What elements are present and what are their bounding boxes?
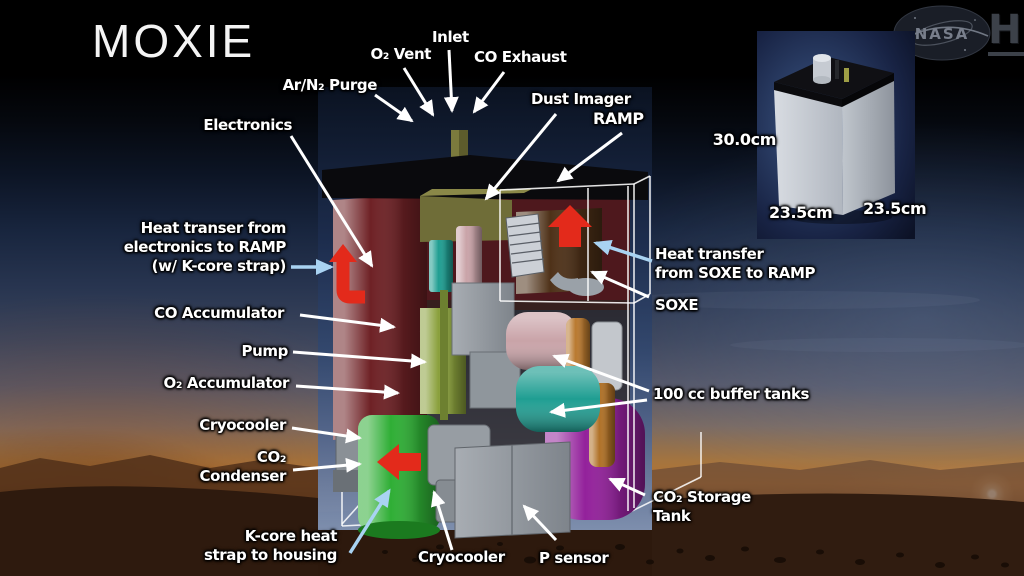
callout-heat-electronics: Heat transer from electronics to RAMP (w… [123,219,287,275]
inset-box [774,54,895,215]
callout-ramp: RAMP [593,109,644,128]
ramp-wireframe [499,175,651,511]
left-foreground [0,486,318,576]
svg-text:NASA: NASA [915,25,970,43]
inset-width-left-label: 23.5cm [769,203,833,222]
callout-buffer-tanks: 100 cc buffer tanks [653,385,810,403]
callout-co2-storage: CO₂ Storage Tank [653,488,751,525]
callout-electronics: Electronics [203,116,292,134]
dust-imager-housing [420,189,532,242]
sensor-box [454,441,571,539]
callout-arrows-white [289,49,650,551]
electronics-box [333,194,427,440]
channel-watermark: H [988,10,1024,56]
callout-k-core-strap: K-core heat strap to housing [203,527,337,564]
soxe-radiator [505,213,545,278]
heat-arrow-electronics [329,244,365,304]
callout-inlet: Inlet [432,28,469,46]
heat-arrow-soxe [548,205,592,247]
callout-co-accumulator: CO Accumulator [154,304,284,322]
inset-width-right-label: 23.5cm [863,199,927,218]
page-title: MOXIE [92,15,256,67]
callout-arrows-blue [291,239,653,554]
callout-cryocooler-left: Cryocooler [199,416,286,434]
callout-o2-accumulator: O₂ Accumulator [163,374,290,392]
callout-co2-condenser: CO₂ Condenser [199,448,287,485]
callout-co-exhaust: CO Exhaust [474,48,567,66]
callout-p-sensor: P sensor [539,549,609,567]
heat-flow-arrows [329,205,592,480]
size-inset [757,31,915,239]
callout-cryocooler-bottom: Cryocooler [418,548,505,566]
callout-ar-n2-purge: Ar/N₂ Purge [282,76,378,94]
soxe-duct-end [568,278,604,296]
callout-o2-vent: O₂ Vent [370,45,431,63]
callout-dust-imager: Dust Imager [531,90,631,108]
buffer-tank-teal [516,366,600,432]
inset-height-label: 30.0cm [712,130,777,149]
instrument-assembly [322,130,648,539]
callout-heat-soxe: Heat transfer from SOXE to RAMP [655,245,816,282]
callout-pump: Pump [241,342,289,360]
inlet-stack-shade [459,130,468,180]
heat-arrow-condenser [377,444,421,480]
callout-soxe: SOXE [655,296,699,314]
gray-box-upper [451,282,515,356]
right-foreground [652,493,1024,576]
top-plate [322,155,648,200]
mars-terrain [0,291,1024,576]
rocks [382,542,1009,568]
